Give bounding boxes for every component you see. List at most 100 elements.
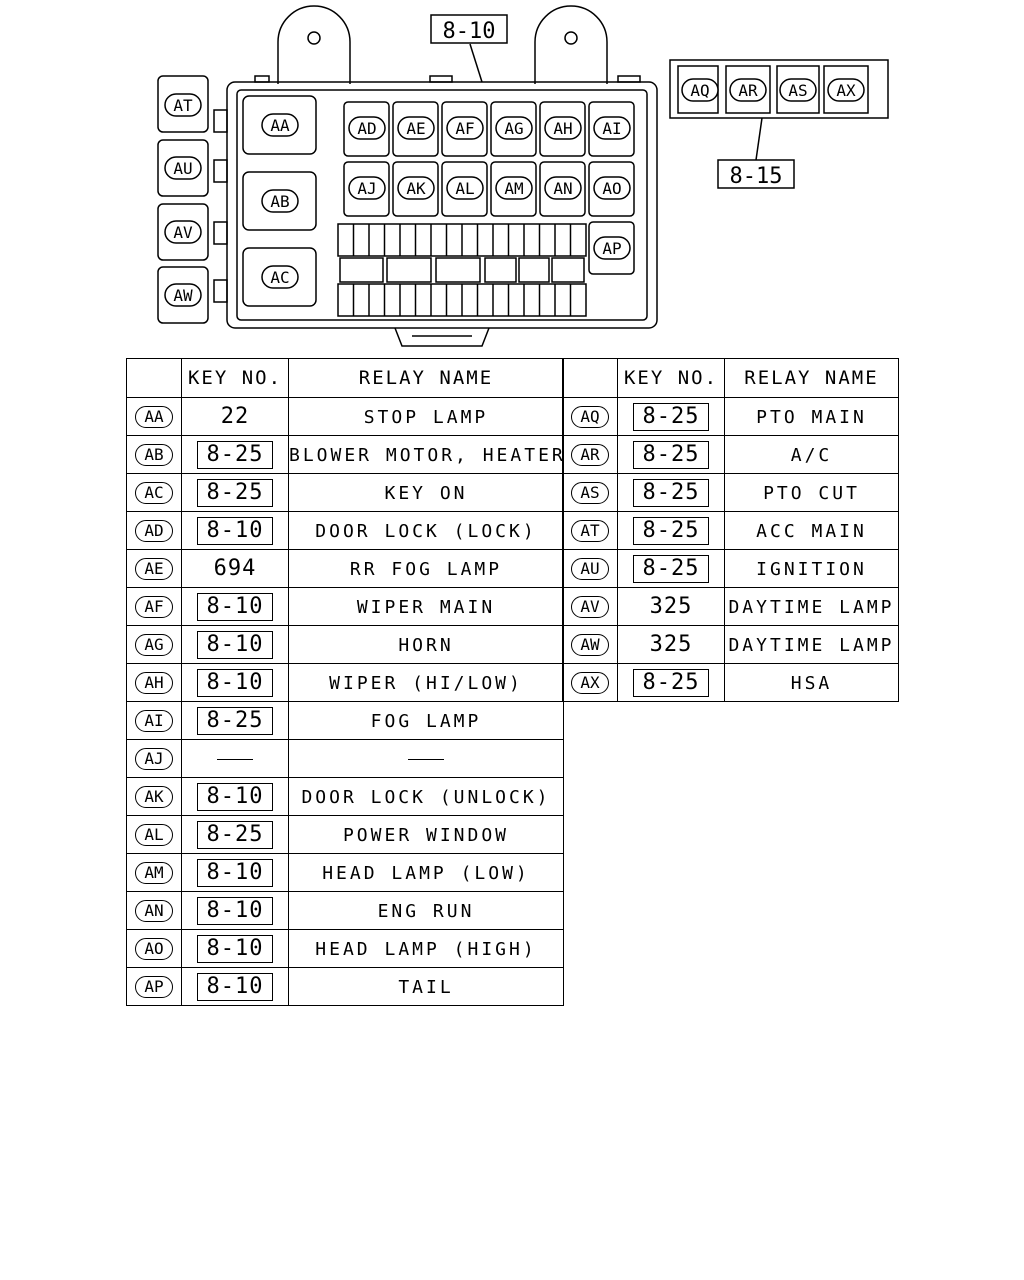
relay-name: IGNITION — [756, 558, 867, 580]
table-row: AB 8-25 BLOWER MOTOR, HEATER — [126, 435, 564, 474]
relay-AJ — [343, 161, 390, 217]
relay-code-cell: AV — [562, 587, 618, 626]
relay-name: HSA — [790, 672, 833, 694]
relay-name-cell: HORN — [288, 625, 564, 664]
key-no-cell: 8-10 — [181, 891, 289, 930]
relay-code: AT — [571, 520, 609, 542]
relay-name-cell: DOOR LOCK (LOCK) — [288, 511, 564, 550]
key-no: 8-10 — [197, 858, 273, 887]
relay-pill-AI — [593, 116, 631, 140]
relay-pill-AC — [261, 265, 299, 289]
key-no: 325 — [649, 632, 693, 657]
empty-dash — [217, 758, 253, 760]
callout-right-label: 8-15 — [730, 164, 783, 189]
relay-pill-AM — [495, 176, 533, 200]
relay-name-cell: BLOWER MOTOR, HEATER — [288, 435, 564, 474]
relay-name-cell: FOG LAMP — [288, 701, 564, 740]
relay-name-cell: IGNITION — [724, 549, 899, 588]
key-no-cell: 8-10 — [181, 929, 289, 968]
relay-code-cell: AA — [126, 397, 182, 436]
relay-AF — [441, 101, 488, 157]
relay-AU — [157, 139, 209, 197]
relay-code-cell: AD — [126, 511, 182, 550]
relay-name: WIPER (HI/LOW) — [329, 672, 523, 694]
relay-pill-AO — [593, 176, 631, 200]
key-no-cell: 8-10 — [181, 587, 289, 626]
relay-pill-label-AP: AP — [602, 239, 621, 258]
relay-pill-AX — [827, 78, 865, 102]
relay-code: AU — [571, 558, 609, 580]
key-no-cell — [181, 739, 289, 778]
relay-code-cell: AI — [126, 701, 182, 740]
relay-name-cell: TAIL — [288, 967, 564, 1006]
relay-pill-AW — [164, 283, 202, 307]
relay-name-cell: HEAD LAMP (LOW) — [288, 853, 564, 892]
relay-code: AB — [135, 444, 173, 466]
key-no: 8-25 — [197, 440, 273, 469]
key-no-cell: 8-10 — [181, 511, 289, 550]
key-no: 8-10 — [197, 972, 273, 1001]
relay-name-cell: KEY ON — [288, 473, 564, 512]
relay-name-cell: A/C — [724, 435, 899, 474]
relay-code-cell: AK — [126, 777, 182, 816]
key-no-cell: 325 — [617, 625, 725, 664]
relay-name: ACC MAIN — [756, 520, 867, 542]
relay-AB — [242, 171, 317, 231]
relay-name-cell: STOP LAMP — [288, 397, 564, 436]
relay-code: AG — [135, 634, 173, 656]
key-no-cell: 8-25 — [617, 397, 725, 436]
relay-name: HORN — [398, 634, 454, 656]
empty-dash — [408, 758, 444, 760]
relay-pill-AT — [164, 93, 202, 117]
table-row: AJ — [126, 739, 564, 778]
relay-pill-AA — [261, 113, 299, 137]
relay-code: AA — [135, 406, 173, 428]
relay-code-cell: AQ — [562, 397, 618, 436]
relay-code: AW — [571, 634, 609, 656]
relay-pill-AU — [164, 156, 202, 180]
key-no-cell: 8-25 — [181, 473, 289, 512]
relay-code: AP — [135, 976, 173, 998]
relay-pill-AN — [544, 176, 582, 200]
relay-name: HEAD LAMP (HIGH) — [315, 938, 537, 960]
relay-code-cell: AR — [562, 435, 618, 474]
relay-code-cell: AM — [126, 853, 182, 892]
relay-code: AO — [135, 938, 173, 960]
header-relay-name: RELAY NAME — [724, 358, 899, 398]
relay-pill-AK — [397, 176, 435, 200]
relay-pill-AP — [593, 236, 631, 260]
header-key-no: KEY NO. — [181, 358, 289, 398]
relay-pill-label-AH: AH — [553, 119, 572, 138]
relay-name-cell: WIPER (HI/LOW) — [288, 663, 564, 702]
relay-name: POWER WINDOW — [342, 824, 510, 846]
relay-code-cell: AJ — [126, 739, 182, 778]
relay-name-cell: WIPER MAIN — [288, 587, 564, 626]
relay-name: KEY ON — [384, 482, 468, 504]
key-no: 8-25 — [633, 440, 709, 469]
relay-pill-label-AL: AL — [455, 179, 474, 198]
relay-name: FOG LAMP — [370, 710, 482, 732]
relay-code: AE — [135, 558, 173, 580]
key-no: 8-25 — [633, 402, 709, 431]
key-no: 8-10 — [197, 668, 273, 697]
relay-AL — [441, 161, 488, 217]
relay-code-cell: AO — [126, 929, 182, 968]
relay-pill-AR — [729, 78, 767, 102]
relay-code: AJ — [135, 748, 173, 770]
relay-name-cell: DOOR LOCK (UNLOCK) — [288, 777, 564, 816]
relay-code: AD — [135, 520, 173, 542]
mount-ear-left — [277, 5, 351, 84]
key-no-cell: 8-25 — [617, 663, 725, 702]
relay-pill-label-AK: AK — [406, 179, 426, 198]
relay-AN — [539, 161, 586, 217]
relay-AW — [157, 266, 209, 324]
relay-pill-AF — [446, 116, 484, 140]
relay-pill-label-AB: AB — [270, 192, 289, 211]
